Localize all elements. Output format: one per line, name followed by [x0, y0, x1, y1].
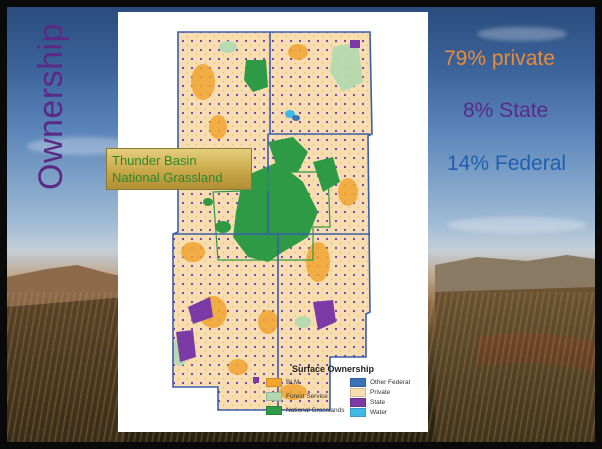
- cloud: [447, 217, 587, 233]
- legend-swatch: [266, 392, 282, 401]
- legend-swatch: [266, 378, 282, 387]
- map-legend: Surface Ownership BLM Forest Service Nat…: [260, 364, 428, 426]
- legend-swatch: [350, 388, 366, 397]
- grassland-boundary: [212, 171, 331, 261]
- legend-swatch: [350, 378, 366, 387]
- legend-title: Surface Ownership: [292, 364, 375, 374]
- legend-item-state: State: [350, 398, 385, 407]
- cloud: [477, 27, 567, 41]
- legend-label: National Grasslands: [286, 407, 345, 414]
- legend-item-water: Water: [350, 408, 387, 417]
- legend-item-forest-service: Forest Service: [266, 392, 328, 401]
- stat-state: 8% State: [463, 99, 549, 122]
- legend-swatch: [350, 408, 366, 417]
- legend-label: Other Federal: [370, 379, 411, 386]
- slide-title: Ownership: [32, 22, 70, 190]
- legend-label: Private: [370, 389, 391, 396]
- state-boundary: [172, 31, 373, 411]
- legend-label: State: [370, 399, 386, 406]
- legend-label: BLM: [286, 379, 300, 386]
- legend-label: Water: [370, 409, 388, 416]
- legend-item-national-grasslands: National Grasslands: [266, 406, 345, 415]
- legend-item-private: Private: [350, 388, 390, 397]
- legend-swatch: [266, 406, 282, 415]
- ownership-map: [172, 31, 373, 411]
- stat-federal: 14% Federal: [447, 152, 567, 175]
- stat-private: 79% private: [444, 47, 555, 70]
- legend-item-blm: BLM: [266, 378, 299, 387]
- legend-label: Forest Service: [286, 393, 328, 400]
- legend-item-other-federal: Other Federal: [350, 378, 410, 387]
- legend-swatch: [350, 398, 366, 407]
